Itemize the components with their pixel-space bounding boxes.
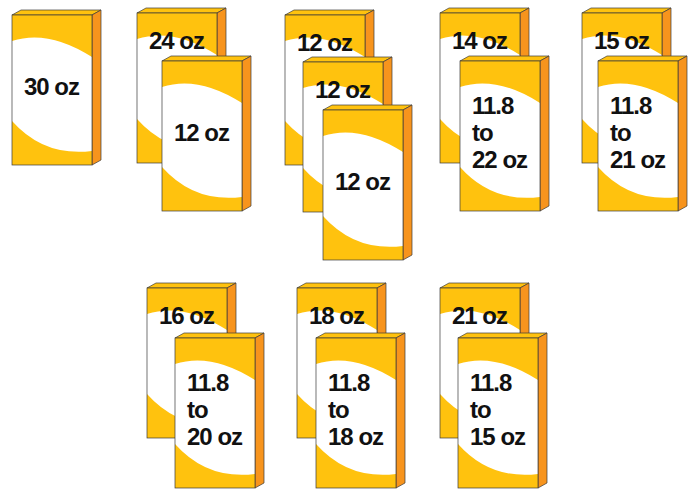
cereal-box: 11.8 to 22 oz — [460, 56, 549, 211]
weight-label: 21 oz — [452, 303, 507, 330]
box-swoosh — [12, 15, 92, 57]
weight-label: 12 oz — [315, 77, 370, 104]
box-side — [255, 333, 264, 488]
weight-label: 30 oz — [24, 74, 79, 101]
box-face — [598, 61, 678, 211]
box-swoosh — [162, 167, 242, 211]
box-swoosh — [316, 444, 396, 488]
box-top — [137, 8, 226, 13]
box-side — [396, 333, 405, 488]
box-swoosh — [297, 288, 377, 330]
box-side — [538, 333, 547, 488]
weight-label: 12 oz — [297, 30, 352, 57]
box-swoosh — [175, 444, 255, 488]
cereal-box: 11.8 to 18 oz — [316, 333, 405, 488]
box-outline — [460, 61, 540, 211]
cereal-box: 11.8 to 20 oz — [175, 333, 264, 488]
box-swoosh — [458, 444, 538, 488]
box-top — [458, 333, 547, 338]
box-top — [162, 56, 251, 61]
box-side — [92, 10, 101, 165]
box-top — [175, 333, 264, 338]
box-side — [540, 56, 549, 211]
box-swoosh — [460, 167, 540, 211]
cereal-box: 11.8 to 15 oz — [458, 333, 547, 488]
box-top — [297, 283, 386, 288]
box-top — [598, 56, 687, 61]
weight-label: 12 oz — [174, 120, 229, 147]
weight-label: 11.8 to 22 oz — [472, 93, 527, 174]
weight-label: 11.8 to 20 oz — [187, 370, 242, 451]
box-outline — [323, 110, 403, 260]
box-top — [460, 56, 549, 61]
box-side — [678, 56, 687, 211]
weight-label: 11.8 to 21 oz — [610, 93, 665, 174]
box-top — [440, 8, 529, 13]
box-face — [12, 15, 92, 165]
box-swoosh — [598, 167, 678, 211]
box-top — [303, 57, 392, 62]
cereal-box: 30 oz — [12, 10, 101, 165]
box-swoosh — [137, 13, 217, 55]
weight-label: 14 oz — [452, 28, 507, 55]
box-face — [316, 338, 396, 488]
box-swoosh — [582, 13, 662, 55]
weight-label: 11.8 to 18 oz — [328, 370, 383, 451]
box-swoosh — [440, 288, 520, 330]
box-outline — [458, 338, 538, 488]
box-outline — [598, 61, 678, 211]
weight-label: 24 oz — [149, 28, 204, 55]
box-swoosh — [323, 216, 403, 260]
cereal-box: 12 oz — [323, 105, 412, 260]
box-face — [175, 338, 255, 488]
box-side — [403, 105, 412, 260]
box-swoosh — [162, 61, 242, 103]
box-outline — [162, 61, 242, 211]
box-face — [458, 338, 538, 488]
box-swoosh — [303, 62, 383, 104]
box-top — [316, 333, 405, 338]
weight-label: 15 oz — [594, 28, 649, 55]
box-top — [582, 8, 671, 13]
box-face — [162, 61, 242, 211]
box-swoosh — [147, 288, 227, 330]
box-outline — [175, 338, 255, 488]
box-swoosh — [323, 110, 403, 152]
box-face — [460, 61, 540, 211]
box-outline — [12, 15, 92, 165]
box-top — [285, 10, 374, 15]
weight-label: 16 oz — [159, 303, 214, 330]
box-top — [12, 10, 101, 15]
box-top — [440, 283, 529, 288]
box-outline — [316, 338, 396, 488]
weight-label: 18 oz — [309, 303, 364, 330]
weight-label: 12 oz — [335, 169, 390, 196]
box-face — [323, 110, 403, 260]
cereal-box: 11.8 to 21 oz — [598, 56, 687, 211]
box-swoosh — [440, 13, 520, 55]
box-swoosh — [12, 121, 92, 165]
cereal-box: 12 oz — [162, 56, 251, 211]
box-top — [147, 283, 236, 288]
box-swoosh — [285, 15, 365, 57]
weight-label: 11.8 to 15 oz — [470, 370, 525, 451]
box-side — [242, 56, 251, 211]
box-top — [323, 105, 412, 110]
